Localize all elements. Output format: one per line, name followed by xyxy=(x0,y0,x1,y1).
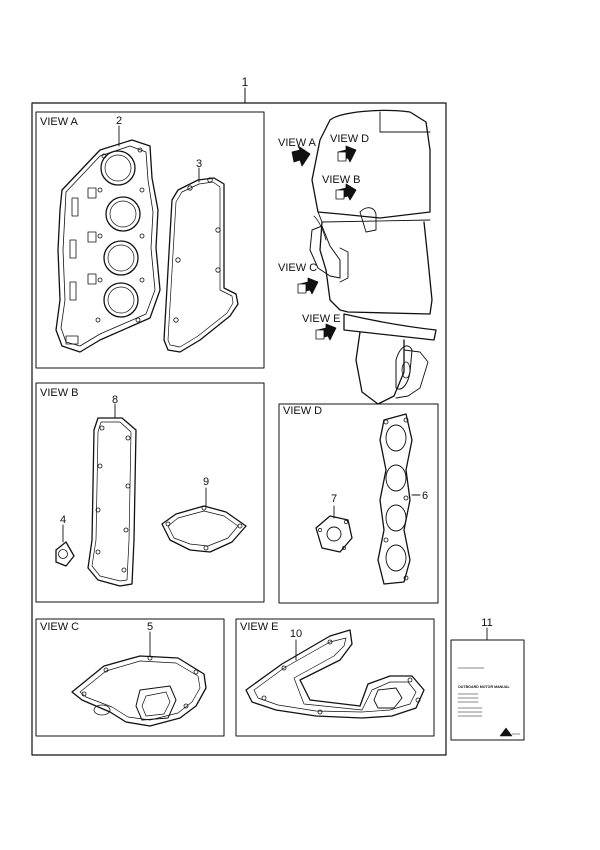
arrow-view-e: VIEW E xyxy=(302,313,341,341)
part-number-11: 11 xyxy=(481,617,492,629)
manual-title: OUTBOARD MOTOR MANUAL xyxy=(458,685,510,689)
view-a-title: VIEW A xyxy=(40,116,79,128)
view-b-panel: VIEW B 8 4 xyxy=(35,382,265,603)
arrow-view-b: VIEW B xyxy=(322,174,361,201)
view-e-title: VIEW E xyxy=(240,621,279,633)
part-number-2: 2 xyxy=(116,115,122,127)
part-number-3: 3 xyxy=(196,158,202,170)
gasket-set-frame: 1 xyxy=(31,75,447,756)
owners-manual-booklet: 11 OUTBOARD MOTOR MANUAL xyxy=(450,617,525,741)
exhaust-cover-gasket: 8 xyxy=(87,394,137,587)
head-cover-gasket: 3 xyxy=(163,158,239,353)
arrow-view-a: VIEW A xyxy=(278,137,317,167)
part-number-1: 1 xyxy=(242,75,249,89)
callout-view-a: VIEW A xyxy=(278,137,317,149)
view-b-title: VIEW B xyxy=(40,387,79,399)
part-number-9: 9 xyxy=(203,476,209,488)
exhaust-manifold-gasket: 10 xyxy=(245,628,425,719)
part-number-5: 5 xyxy=(147,621,153,633)
manufacturer-logo-icon xyxy=(499,727,513,737)
callout-view-e: VIEW E xyxy=(302,313,341,325)
callout-view-d: VIEW D xyxy=(330,133,369,145)
cover-gasket: 9 xyxy=(161,476,247,553)
view-a-panel: VIEW A 2 xyxy=(35,111,265,369)
throttle-body-gasket: 7 xyxy=(315,493,353,553)
view-d-panel: VIEW D 6 7 xyxy=(278,403,439,604)
view-c-title: VIEW C xyxy=(40,621,79,633)
intake-manifold-gasket: 6 xyxy=(377,413,428,585)
small-gasket: 4 xyxy=(55,514,75,567)
callout-view-b: VIEW B xyxy=(322,174,361,186)
part-number-7: 7 xyxy=(331,493,337,505)
outboard-motor-illustration: VIEW A VIEW D VIEW B VIEW C VIEW E xyxy=(278,109,437,405)
view-e-panel: VIEW E 10 xyxy=(235,618,435,737)
arrow-view-d: VIEW D xyxy=(330,133,369,163)
part-number-10: 10 xyxy=(290,628,302,640)
oil-pan-gasket: 5 xyxy=(71,621,207,727)
part-number-4: 4 xyxy=(60,514,66,526)
view-c-panel: VIEW C 5 xyxy=(35,618,225,737)
arrow-view-c: VIEW C xyxy=(278,262,319,295)
view-d-title: VIEW D xyxy=(283,405,322,417)
callout-view-c: VIEW C xyxy=(278,262,317,274)
part-number-8: 8 xyxy=(112,394,118,406)
cylinder-head-gasket: 2 xyxy=(55,115,161,353)
part-number-6: 6 xyxy=(422,490,428,502)
